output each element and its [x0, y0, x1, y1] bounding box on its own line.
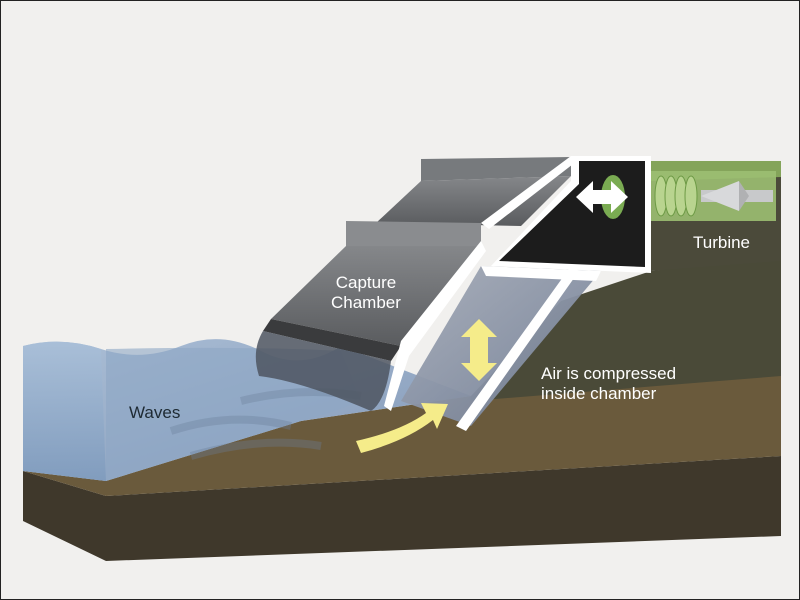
waves-label: Waves [129, 403, 181, 422]
chamber-roof-upper [376, 157, 571, 226]
air-compression-icon [461, 319, 497, 381]
capture-label-line2: Chamber [331, 293, 401, 312]
chamber-roof-lower [255, 221, 481, 411]
capture-chamber-label: Capture Chamber [331, 273, 401, 313]
turbine-label: Turbine [693, 233, 751, 252]
chamber-walls [384, 156, 579, 431]
air-flow-icon [576, 181, 628, 213]
wave-motion-icon [356, 403, 448, 453]
capture-label-line1: Capture [335, 273, 397, 292]
air-compressed-label: Air is compressed inside chamber [541, 364, 676, 404]
air-label-line2: inside chamber [541, 384, 657, 403]
air-label-line1: Air is compressed [541, 364, 677, 383]
